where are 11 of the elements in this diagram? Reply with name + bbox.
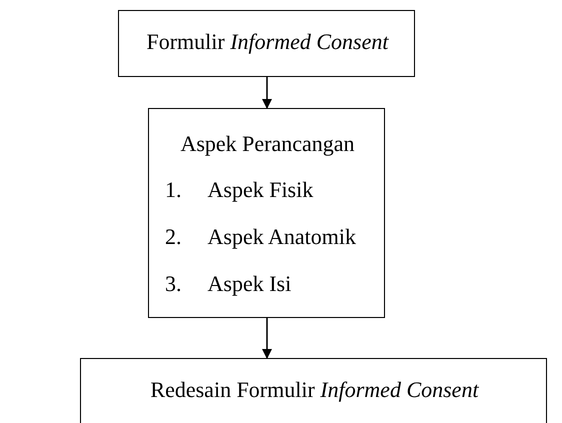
process-box [118,10,415,77]
arrow [262,77,272,109]
process-box [80,358,547,423]
list-item: 2. Aspek Anatomik [165,224,356,250]
list-item: 3. Aspek Isi [165,271,292,297]
box-heading: Formulir Informed Consent [146,29,390,55]
list-item: 1. Aspek Fisik [165,177,314,203]
box-heading: Aspek Perancangan [179,131,356,157]
box-heading: Redesain Formulir Informed Consent [149,377,480,403]
process-box [148,108,385,318]
arrow [262,318,272,359]
